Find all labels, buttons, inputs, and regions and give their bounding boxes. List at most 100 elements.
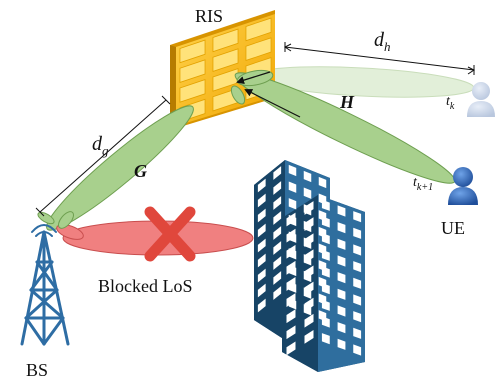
building-window [353,294,362,306]
building-icon [254,160,365,372]
building-window [337,272,346,284]
building-window [321,199,330,211]
building-window [286,212,296,227]
building-window [321,266,330,278]
building-window [273,286,282,300]
building-window [304,217,314,232]
ris-unit-cell [179,39,206,64]
building-window [337,338,346,350]
t-k1-label: tk+1 [413,175,433,193]
building-window [353,311,362,323]
building-window [273,271,282,285]
building-window [353,277,362,289]
building-window [286,341,296,356]
ris-label: RIS [195,6,223,26]
building-window [337,255,346,267]
bs-side-lobe [58,211,74,229]
building-window [353,227,362,239]
building-window [318,176,327,189]
beam-g [46,105,194,231]
building-window [257,178,266,193]
d-h-label: dh [374,29,391,54]
blocked-los-label: Blocked LoS [98,276,193,296]
building-window [337,288,346,300]
building-window [304,313,314,328]
building-window [337,238,346,250]
building-window [304,329,314,344]
h-label: H [339,92,355,112]
building-window [286,260,296,275]
building-window [286,244,296,259]
building-window [321,249,330,261]
building-window [337,322,346,334]
building-window [337,222,346,234]
user-icon [448,167,478,205]
building-window [273,256,282,270]
building-window [257,253,266,268]
building-window [304,201,314,215]
building-window [273,196,282,210]
red-x-icon [144,206,196,262]
ris-side-lobe [230,85,246,105]
building-window [286,325,296,340]
building-window [321,299,330,311]
reflection-arrow [244,89,301,118]
building-window [303,170,312,183]
building-window [257,238,266,253]
t-k-label: tk [446,94,455,112]
building-window [321,316,330,328]
ris-unit-cell [245,37,272,61]
building-window [321,283,330,295]
building-window [286,277,296,291]
building-window [273,226,282,240]
building-window [257,208,266,223]
cell-tower-icon [20,224,70,346]
d-g-dimension [35,95,171,217]
building-window [304,249,314,264]
building-window [257,283,266,298]
building-window [353,244,362,256]
building-window [337,205,346,217]
building-window [353,211,362,223]
ue-label: UE [441,218,465,238]
reflection-arrow [236,71,271,85]
building-window [304,233,314,248]
building-window [257,298,266,313]
building-window [304,281,314,296]
building-window [353,261,362,273]
building-window [273,181,282,195]
building-window [273,211,282,225]
building-window [273,241,282,255]
ris-unit-cell [179,79,206,103]
building-window [304,265,314,280]
building-window [257,223,266,238]
user-faded-icon [467,82,495,117]
ris-unit-cell [212,48,239,72]
ris-panel [170,10,275,130]
building-window [257,268,266,283]
d-h-dimension [284,42,475,75]
building-window [353,327,362,339]
building-window [288,164,297,177]
building-window [273,166,282,180]
building-window [321,233,330,245]
building-window [288,198,297,210]
ris-unit-cell [179,59,206,83]
building-window [286,293,296,307]
building-window [304,297,314,312]
building-window [337,305,346,317]
g-label: G [134,161,147,181]
bs-side-lobe [37,211,55,225]
building-window [353,344,362,356]
building-window [321,333,330,345]
building-window [288,181,297,193]
building-window [286,228,296,243]
building-window [303,187,312,199]
building-window [321,216,330,228]
bs-label: BS [26,360,48,380]
building-window [286,309,296,324]
building-window [257,193,266,208]
ris-unit-cell [212,28,239,53]
ris-unit-cell [245,17,272,42]
